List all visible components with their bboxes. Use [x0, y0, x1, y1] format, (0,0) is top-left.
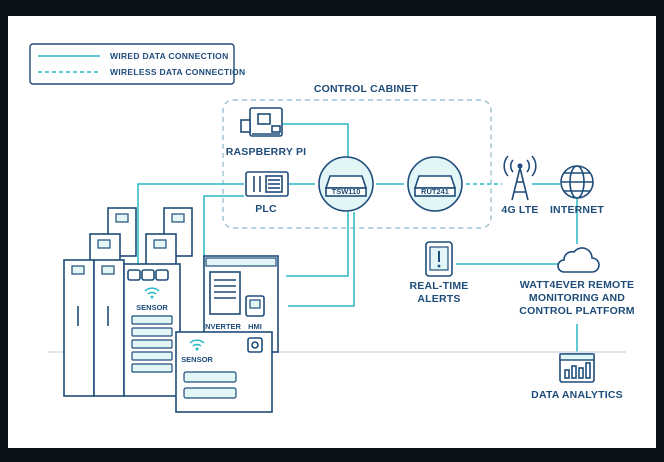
hmi-label: HMI — [248, 322, 262, 331]
cabinet-title: CONTROL CABINET — [314, 83, 419, 95]
platform-label-line3: CONTROL PLATFORM — [519, 305, 634, 317]
plc-icon — [245, 171, 289, 197]
plc-label: PLC — [255, 203, 277, 215]
diagram-canvas: WIRED DATA CONNECTION WIRELESS DATA CONN… — [8, 16, 656, 448]
analytics-label: DATA ANALYTICS — [531, 389, 623, 401]
legend-wireless-label: WIRELESS DATA CONNECTION — [110, 67, 245, 77]
wifi-icon-2 — [189, 339, 205, 347]
globe-icon — [560, 165, 594, 199]
switch-icon — [318, 156, 374, 212]
raspberry-pi-icon — [240, 107, 283, 137]
sensor-label-2: SENSOR — [181, 355, 213, 364]
alerts-label-line1: REAL-TIME — [410, 280, 469, 292]
sensor-label-1: SENSOR — [136, 303, 168, 312]
legend-wired-label: WIRED DATA CONNECTION — [110, 51, 229, 61]
control-cabinet-outline — [222, 99, 492, 229]
cloud-icon — [557, 247, 600, 273]
legend: WIRED DATA CONNECTION WIRELESS DATA CONN… — [29, 43, 245, 85]
lte-label: 4G LTE — [501, 204, 538, 216]
cell-tower-icon — [503, 155, 537, 201]
router-model-label: RUT241 — [421, 187, 449, 196]
inverter-label: INVERTER — [203, 322, 242, 331]
network-diagram: WIRED DATA CONNECTION WIRELESS DATA CONN… — [29, 43, 635, 413]
tablet-alert-icon — [425, 241, 453, 277]
analytics-icon — [559, 353, 595, 383]
alerts-label-line2: ALERTS — [417, 293, 460, 305]
router-icon — [407, 156, 463, 212]
wifi-icon — [144, 287, 160, 295]
switch-model-label: TSW110 — [332, 187, 361, 196]
battery-cabinets-illustration — [63, 207, 193, 397]
platform-label-line2: MONITORING AND — [529, 292, 625, 304]
internet-label: INTERNET — [550, 204, 604, 216]
platform-label-line1: WATT4EVER REMOTE — [520, 279, 634, 291]
raspberry-pi-label: RASPBERRY PI — [226, 146, 307, 158]
battery-unit-illustration — [175, 331, 273, 413]
